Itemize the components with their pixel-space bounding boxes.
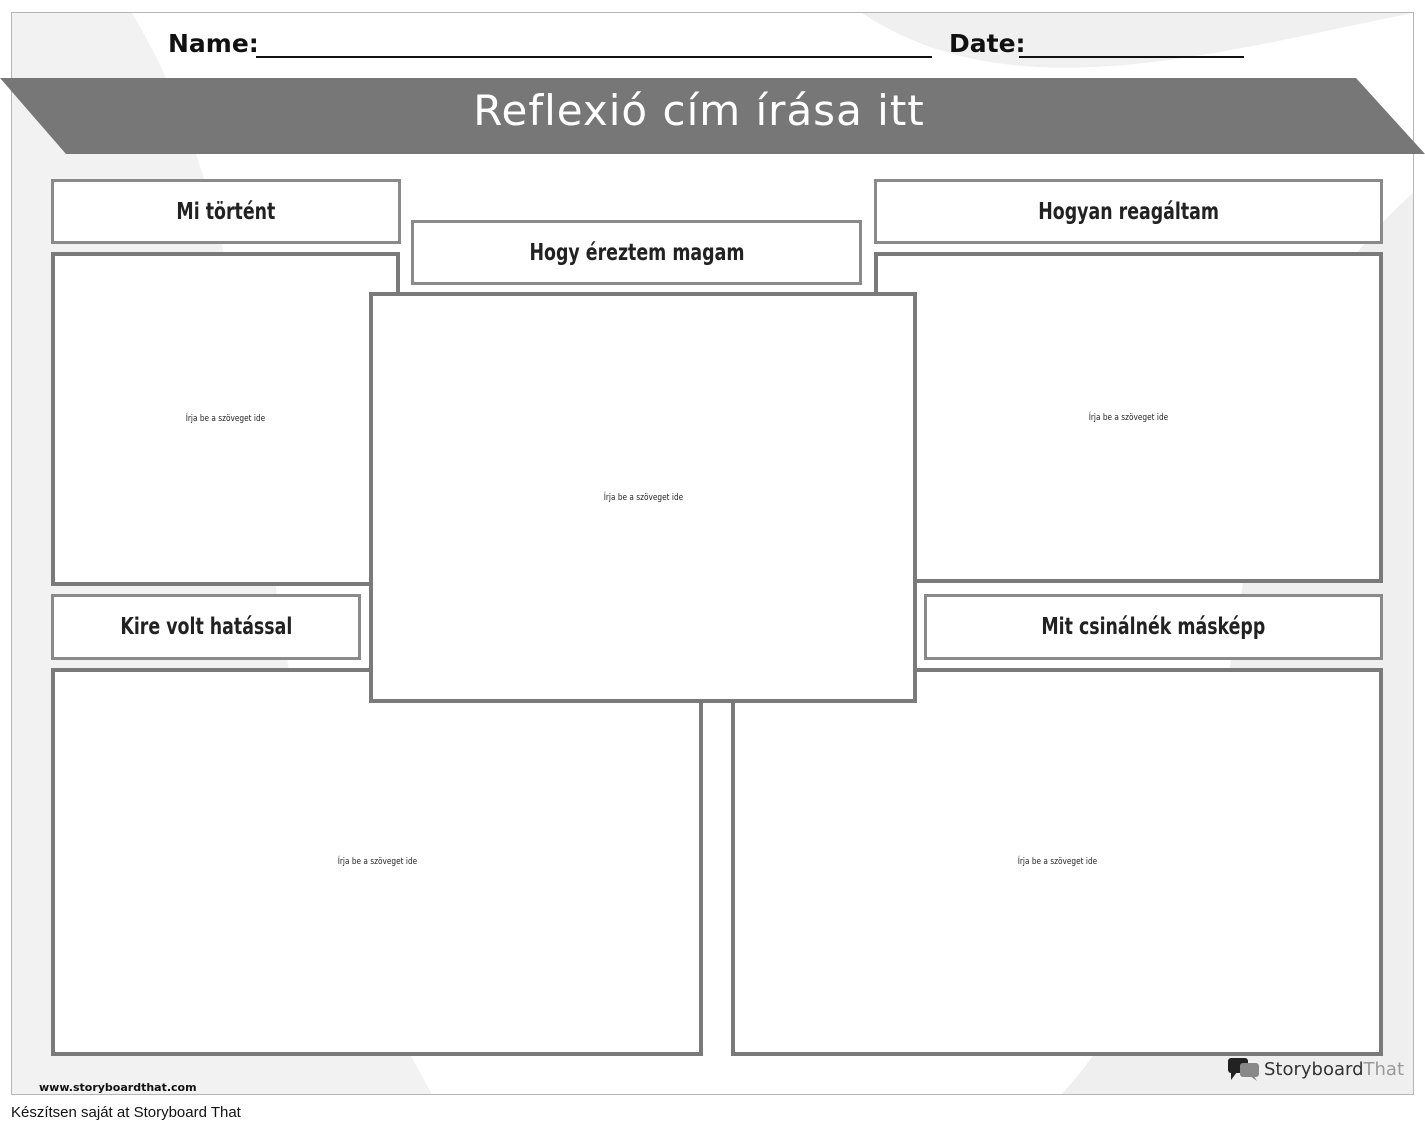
label-how-i-reacted-text: Hogyan reagáltam [1038,198,1219,225]
label-what-happened: Mi történt [51,179,401,244]
label-how-i-felt: Hogy éreztem magam [411,220,862,285]
logo-text-light: That [1363,1058,1405,1080]
label-how-i-felt-text: Hogy éreztem magam [529,239,744,266]
title-banner [0,78,1425,154]
placeholder-who-was-affected: Írja be a szöveget ide [337,857,417,867]
label-what-i-would-do-differently: Mit csinálnék másképp [924,594,1383,660]
footer-url: www.storyboardthat.com [39,1081,197,1094]
date-label: Date: [949,29,1026,58]
textbox-what-happened[interactable]: Írja be a szöveget ide [51,252,400,586]
placeholder-how-i-felt: Írja be a szöveget ide [603,492,683,503]
page-title[interactable]: Reflexió cím írása itt [473,86,925,135]
placeholder-what-happened: Írja be a szöveget ide [185,414,266,424]
textbox-what-i-would-do-differently[interactable]: Írja be a szöveget ide [731,668,1383,1056]
textbox-how-i-felt[interactable]: Írja be a szöveget ide [369,292,917,703]
name-input-line[interactable] [256,56,932,58]
textbox-how-i-reacted[interactable]: Írja be a szöveget ide [874,252,1383,583]
name-label: Name: [168,29,259,58]
date-input-line[interactable] [1019,56,1244,58]
logo-text-bold: Storyboard [1264,1058,1364,1080]
placeholder-how-i-reacted: Írja be a szöveget ide [1088,412,1169,423]
placeholder-what-i-would-do-differently: Írja be a szöveget ide [1017,857,1097,867]
label-who-was-affected: Kire volt hatással [51,594,361,660]
made-with-link[interactable]: Készítsen saját at Storyboard That [11,1104,241,1121]
label-what-i-would-do-differently-text: Mit csinálnék másképp [1041,614,1266,640]
label-what-happened-text: Mi történt [176,198,276,225]
logo-text: StoryboardThat [1264,1059,1404,1080]
speech-bubbles-icon [1228,1058,1259,1081]
storyboardthat-logo: StoryboardThat [1228,1056,1404,1082]
label-who-was-affected-text: Kire volt hatással [120,614,292,640]
textbox-who-was-affected[interactable]: Írja be a szöveget ide [51,668,703,1056]
label-how-i-reacted: Hogyan reagáltam [874,179,1383,244]
